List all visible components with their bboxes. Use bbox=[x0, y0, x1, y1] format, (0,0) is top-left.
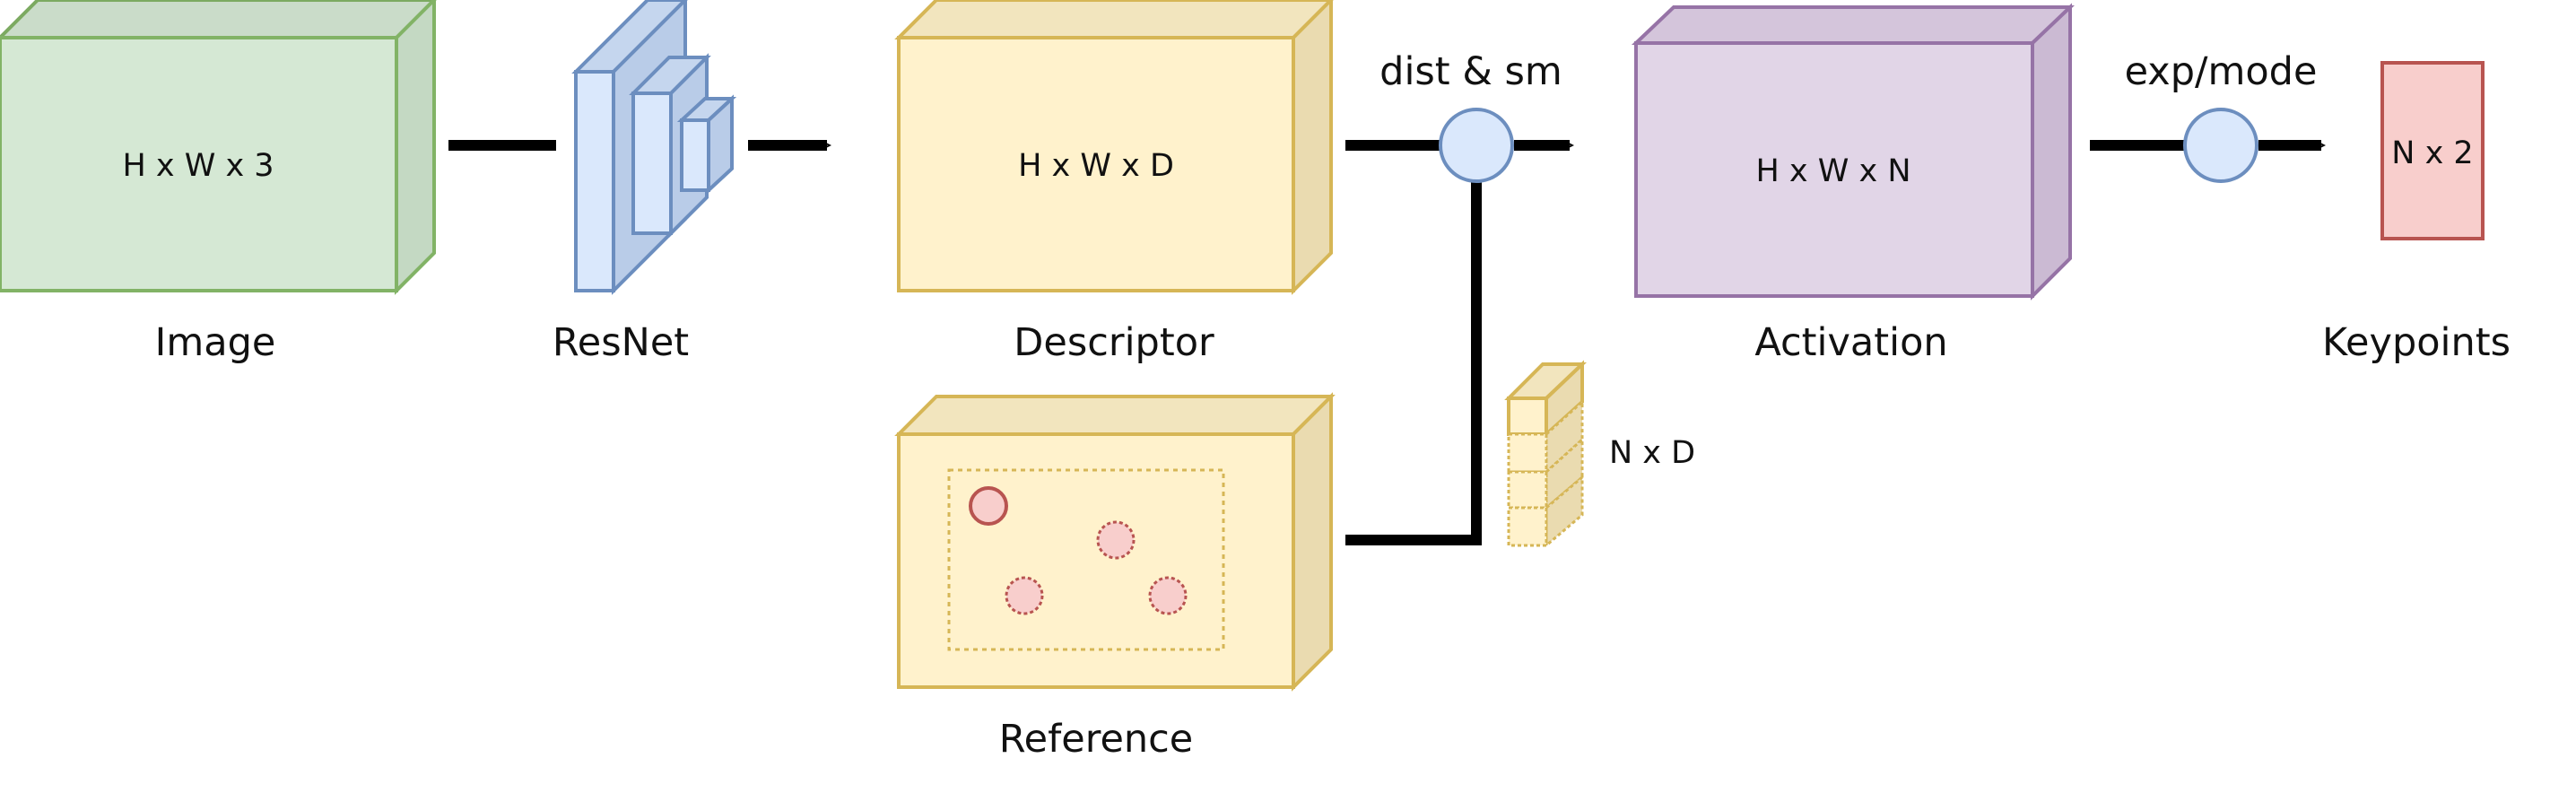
image-block-side bbox=[395, 0, 436, 295]
keypoints-dims: N x 2 bbox=[2391, 135, 2473, 171]
reference-region bbox=[947, 468, 1225, 651]
image-block-front bbox=[0, 36, 398, 292]
descriptor-cell bbox=[1507, 470, 1548, 510]
descriptor-block-front bbox=[897, 36, 1295, 292]
dist-sm-label: dist & sm bbox=[1379, 49, 1562, 94]
resnet-label: ResNet bbox=[553, 320, 689, 365]
reference-keypoint-selected bbox=[969, 486, 1008, 526]
exp-mode-node bbox=[2183, 108, 2258, 183]
descriptor-block-top bbox=[894, 0, 1334, 39]
reference-keypoint bbox=[1148, 576, 1188, 615]
reference-block-front bbox=[897, 432, 1295, 689]
descriptor-cell-side bbox=[1545, 474, 1584, 549]
activation-block: H x W x N bbox=[1632, 3, 2075, 301]
reference-descriptor-stack bbox=[1504, 360, 1588, 549]
reference-keypoint bbox=[1096, 520, 1136, 560]
activation-label: Activation bbox=[1754, 320, 1947, 365]
descriptor-block: H x W x D bbox=[894, 0, 1334, 295]
descriptor-block-side bbox=[1292, 0, 1333, 295]
activation-dims: H x W x N bbox=[1755, 153, 1910, 189]
descriptor-cell bbox=[1507, 506, 1548, 547]
exp-mode-label: exp/mode bbox=[2125, 49, 2318, 94]
keypoints-label: Keypoints bbox=[2322, 320, 2511, 365]
reference-block-top bbox=[894, 395, 1336, 436]
reference-block bbox=[894, 392, 1336, 692]
reference-keypoint bbox=[1005, 576, 1044, 615]
activation-block-top bbox=[1632, 5, 2075, 45]
resnet-layer-1-front bbox=[574, 70, 615, 292]
reference-label: Reference bbox=[999, 717, 1194, 762]
keypoints-block bbox=[2380, 61, 2485, 240]
descriptor-cell bbox=[1507, 396, 1548, 436]
descriptor-label: Descriptor bbox=[1014, 320, 1214, 365]
activation-block-side bbox=[2031, 3, 2072, 301]
image-dims: H x W x 3 bbox=[122, 148, 274, 184]
descriptor-dims: H x W x D bbox=[1018, 148, 1174, 184]
dist-sm-node bbox=[1439, 108, 1514, 183]
descriptor-cell bbox=[1507, 432, 1548, 474]
resnet-layer-2-front bbox=[631, 92, 673, 235]
activation-block-front bbox=[1634, 41, 2034, 298]
image-label: Image bbox=[155, 320, 276, 365]
reference-descriptor-dims: N x D bbox=[1609, 435, 1695, 471]
image-block: H x W x 3 bbox=[0, 0, 437, 295]
resnet-layer-3-front bbox=[680, 118, 710, 192]
image-block-top bbox=[0, 0, 437, 39]
resnet-block bbox=[571, 0, 737, 295]
connector-reference-dist bbox=[1345, 165, 1482, 545]
reference-block-side bbox=[1292, 392, 1333, 692]
